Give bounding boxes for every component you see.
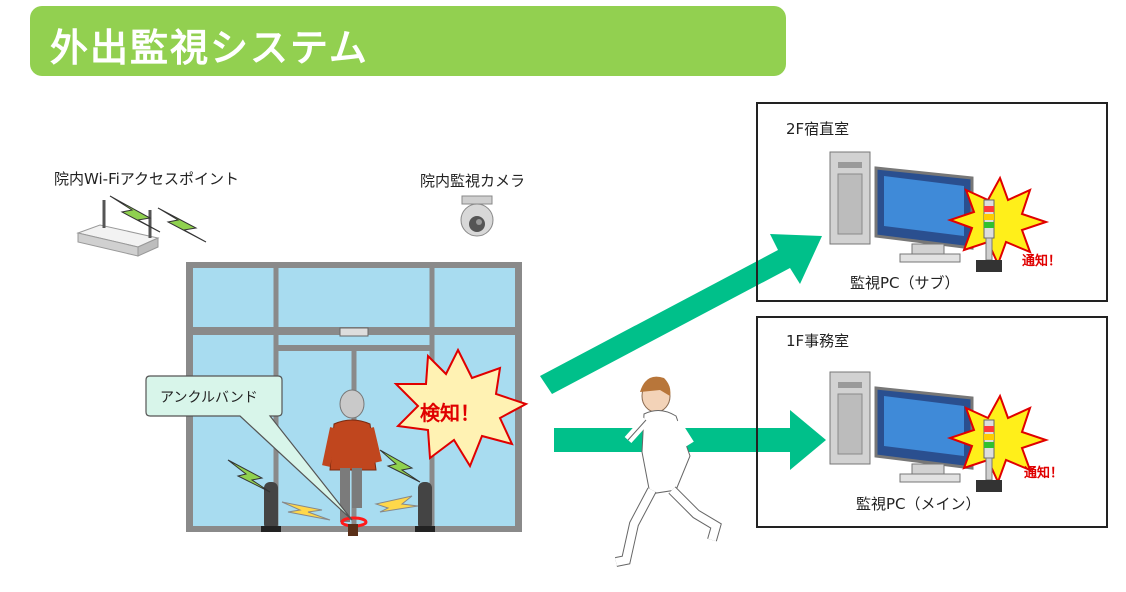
title-banner: 外出監視システム bbox=[30, 6, 786, 76]
monitoring-pc-sub-icon bbox=[829, 151, 974, 263]
room-box-2f bbox=[756, 102, 1108, 302]
gate-sensor-right bbox=[415, 482, 435, 532]
ankle-band-label: アンクルバンド bbox=[160, 390, 258, 406]
wifi-router-icon bbox=[76, 200, 160, 257]
elderly-patient-figure bbox=[322, 389, 382, 536]
camera-label: 院内監視カメラ bbox=[420, 172, 526, 190]
gate-sensor-left bbox=[261, 482, 281, 532]
gate-signal-beam-icon bbox=[281, 495, 419, 521]
security-camera-icon bbox=[460, 195, 494, 237]
room-name-2f: 2F宿直室 bbox=[786, 120, 850, 138]
gate-signal-icon bbox=[227, 449, 421, 493]
monitoring-pc-main-icon bbox=[829, 371, 974, 483]
wifi-signal-icon bbox=[109, 195, 207, 243]
ankle-band-callout bbox=[145, 375, 353, 521]
alert-arrow-upper bbox=[540, 234, 822, 394]
notice-label-main: 通知！ bbox=[1024, 466, 1064, 481]
room-box-1f bbox=[756, 316, 1108, 528]
signal-tower-light-sub-icon bbox=[976, 199, 1002, 272]
detect-label: 検知！ bbox=[420, 401, 480, 425]
page-title: 外出監視システム bbox=[50, 26, 369, 70]
notice-label-sub: 通知！ bbox=[1022, 254, 1062, 269]
pc-label-sub: 監視PC（サブ） bbox=[850, 274, 960, 292]
wifi-access-point-label: 院内Wi-Fiアクセスポイント bbox=[54, 170, 240, 188]
pc-label-main: 監視PC（メイン） bbox=[856, 495, 981, 513]
signal-tower-light-main-icon bbox=[976, 419, 1002, 492]
room-name-1f: 1F事務室 bbox=[786, 332, 850, 350]
nurse-running-figure bbox=[615, 376, 722, 567]
detect-burst bbox=[393, 347, 529, 469]
